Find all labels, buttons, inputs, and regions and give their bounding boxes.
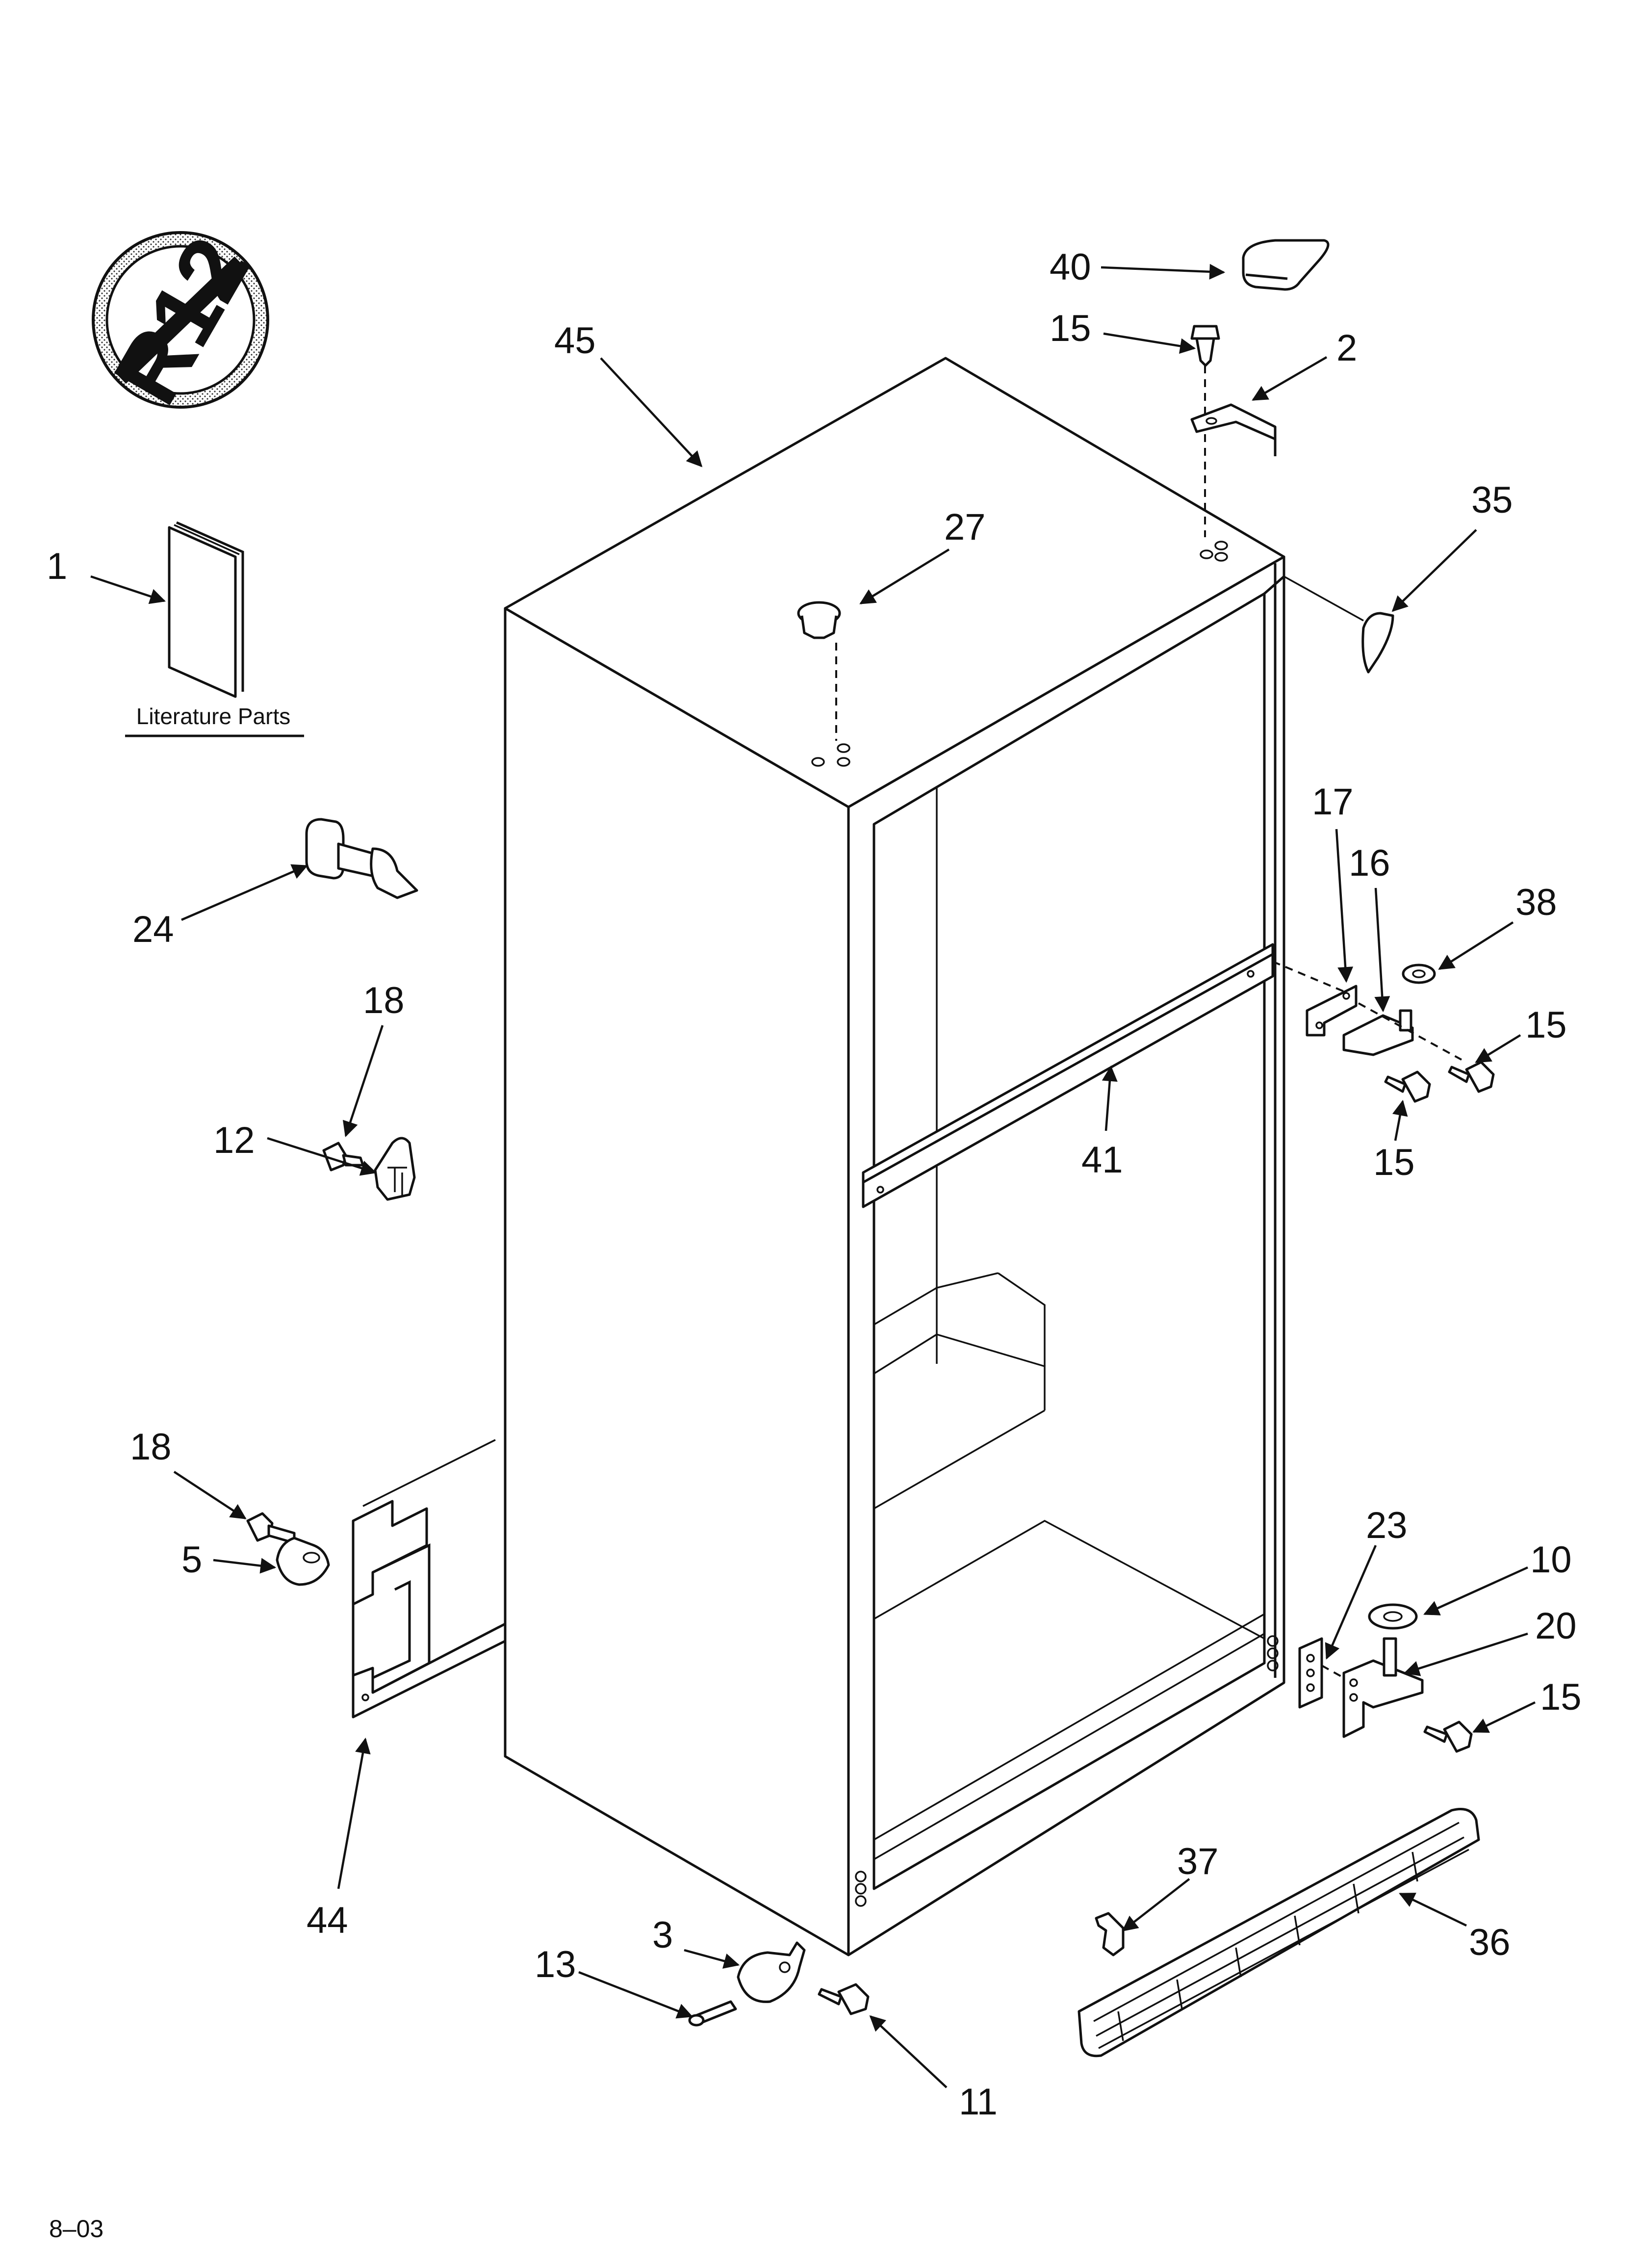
callout-37: 37 bbox=[1177, 1841, 1219, 1882]
callout-15: 15 bbox=[1050, 308, 1091, 349]
divider-rail bbox=[862, 943, 1349, 1208]
hinge-cover-35 bbox=[1283, 575, 1394, 674]
callout-13: 13 bbox=[535, 1944, 576, 1985]
callout-16: 16 bbox=[1349, 842, 1390, 884]
part-37-clip bbox=[1095, 1912, 1125, 1956]
top-hinge-cover bbox=[1242, 239, 1330, 291]
callout-24: 24 bbox=[132, 909, 174, 950]
center-hinge-washer bbox=[1402, 964, 1436, 984]
center-hinge bbox=[1342, 1002, 1462, 1061]
callout-18: 18 bbox=[130, 1426, 172, 1468]
callout-23: 23 bbox=[1366, 1505, 1408, 1546]
callout-3: 3 bbox=[652, 1914, 673, 1956]
callout-41: 41 bbox=[1081, 1139, 1123, 1181]
callout-38: 38 bbox=[1515, 882, 1557, 923]
callout-1: 1 bbox=[47, 546, 67, 587]
top-hinge-screw bbox=[1190, 325, 1220, 537]
callout-labels: 40 15 2 45 35 1 27 17 16 38 24 15 18 41 … bbox=[47, 246, 1582, 2123]
part-36-toe-grille bbox=[1078, 1808, 1480, 2058]
part-20-hinge-pin bbox=[1321, 1637, 1424, 1738]
part-10-washer bbox=[1368, 1603, 1418, 1630]
leader-lines bbox=[90, 263, 1536, 2088]
callout-44: 44 bbox=[307, 1900, 348, 1941]
part-11-screw bbox=[818, 1983, 870, 2015]
callout-35: 35 bbox=[1471, 479, 1513, 521]
part-24-bracket bbox=[305, 818, 418, 899]
footer-code: 8–03 bbox=[49, 2215, 103, 2242]
callout-11: 11 bbox=[959, 2081, 998, 2123]
part-18-screw-lower bbox=[246, 1512, 296, 1544]
callout-15: 15 bbox=[1373, 1142, 1415, 1183]
top-plug bbox=[797, 601, 841, 741]
callout-10: 10 bbox=[1530, 1539, 1572, 1581]
top-hinge bbox=[1190, 403, 1277, 456]
callout-27: 27 bbox=[944, 506, 986, 548]
callout-45: 45 bbox=[554, 320, 596, 362]
center-hinge-screw-right bbox=[1448, 1061, 1495, 1093]
callout-17: 17 bbox=[1312, 781, 1354, 823]
cabinet-shell bbox=[504, 357, 1285, 1956]
callout-12: 12 bbox=[213, 1120, 255, 1161]
callout-2: 2 bbox=[1336, 327, 1357, 369]
part-44-frame bbox=[352, 1439, 507, 1719]
callout-15: 15 bbox=[1540, 1676, 1582, 1718]
part-5-clamp bbox=[276, 1537, 330, 1586]
callout-36: 36 bbox=[1469, 1922, 1511, 1963]
callout-20: 20 bbox=[1535, 1605, 1577, 1647]
part-13-pin bbox=[688, 2000, 737, 2027]
part-23-shim bbox=[1298, 1637, 1323, 1709]
center-hinge-screw-lower bbox=[1384, 1070, 1431, 1103]
callout-15: 15 bbox=[1525, 1004, 1567, 1046]
part-15-bottom-screw bbox=[1423, 1721, 1473, 1753]
callout-18: 18 bbox=[363, 980, 405, 1021]
literature-booklet bbox=[168, 521, 244, 698]
part-12-clip bbox=[374, 1137, 416, 1201]
callout-5: 5 bbox=[181, 1539, 202, 1581]
no-r12-symbol: R12 bbox=[92, 221, 270, 420]
center-hinge-plate bbox=[1306, 985, 1358, 1037]
part-3-roller-bracket bbox=[737, 1941, 806, 2003]
literature-caption: Literature Parts bbox=[136, 704, 290, 729]
callout-40: 40 bbox=[1050, 246, 1091, 288]
